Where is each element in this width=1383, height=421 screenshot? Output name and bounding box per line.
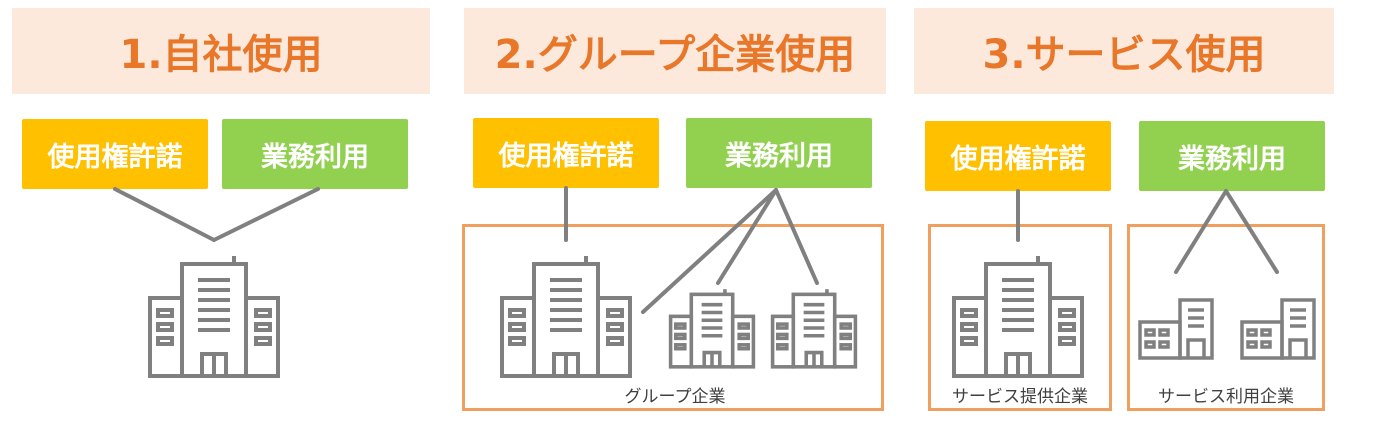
section-3-business-tag: 業務利用: [1139, 121, 1325, 191]
service-provider-caption: サービス提供企業: [952, 387, 1088, 407]
service-user-frame: [1127, 224, 1325, 411]
connector-line: [113, 187, 216, 242]
section-1-license-tag: 使用権許諾: [22, 119, 208, 189]
small-building-icon: [1138, 298, 1214, 360]
connector-line: [1174, 189, 1228, 274]
section-2-title: 2.グループ企業使用: [464, 8, 886, 94]
section-2-license-tag: 使用権許諾: [473, 118, 659, 188]
office-building-icon: [668, 289, 756, 369]
connector-line: [716, 188, 778, 285]
group-company-caption: グループ企業: [624, 387, 726, 407]
section-1-business-tag: 業務利用: [222, 119, 408, 189]
connector-line: [212, 187, 320, 242]
office-building-icon: [952, 256, 1084, 378]
office-building-icon: [500, 256, 632, 378]
small-building-icon: [1240, 298, 1316, 360]
connector-line: [641, 188, 778, 314]
section-2-business-tag: 業務利用: [686, 118, 872, 188]
group-company-frame: [462, 224, 884, 411]
office-building-icon: [148, 256, 280, 378]
section-1-title: 1.自社使用: [12, 8, 430, 94]
office-building-icon: [770, 289, 858, 369]
section-3-title: 3.サービス使用: [914, 8, 1334, 94]
connector-line: [774, 188, 819, 285]
section-3-license-tag: 使用権許諾: [925, 121, 1111, 191]
service-user-caption: サービス利用企業: [1158, 387, 1294, 407]
connector-line: [1224, 189, 1279, 274]
